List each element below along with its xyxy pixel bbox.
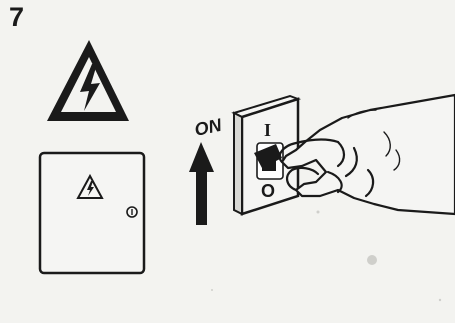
electrical-cabinet-icon [40,153,144,273]
arrow-up-icon [189,142,214,225]
on-label: ON [193,115,225,140]
on-symbol: I [264,120,271,140]
off-symbol: O [261,181,275,201]
high-voltage-warning-icon [47,40,129,121]
print-noise [211,211,441,302]
hand-icon [280,95,455,214]
